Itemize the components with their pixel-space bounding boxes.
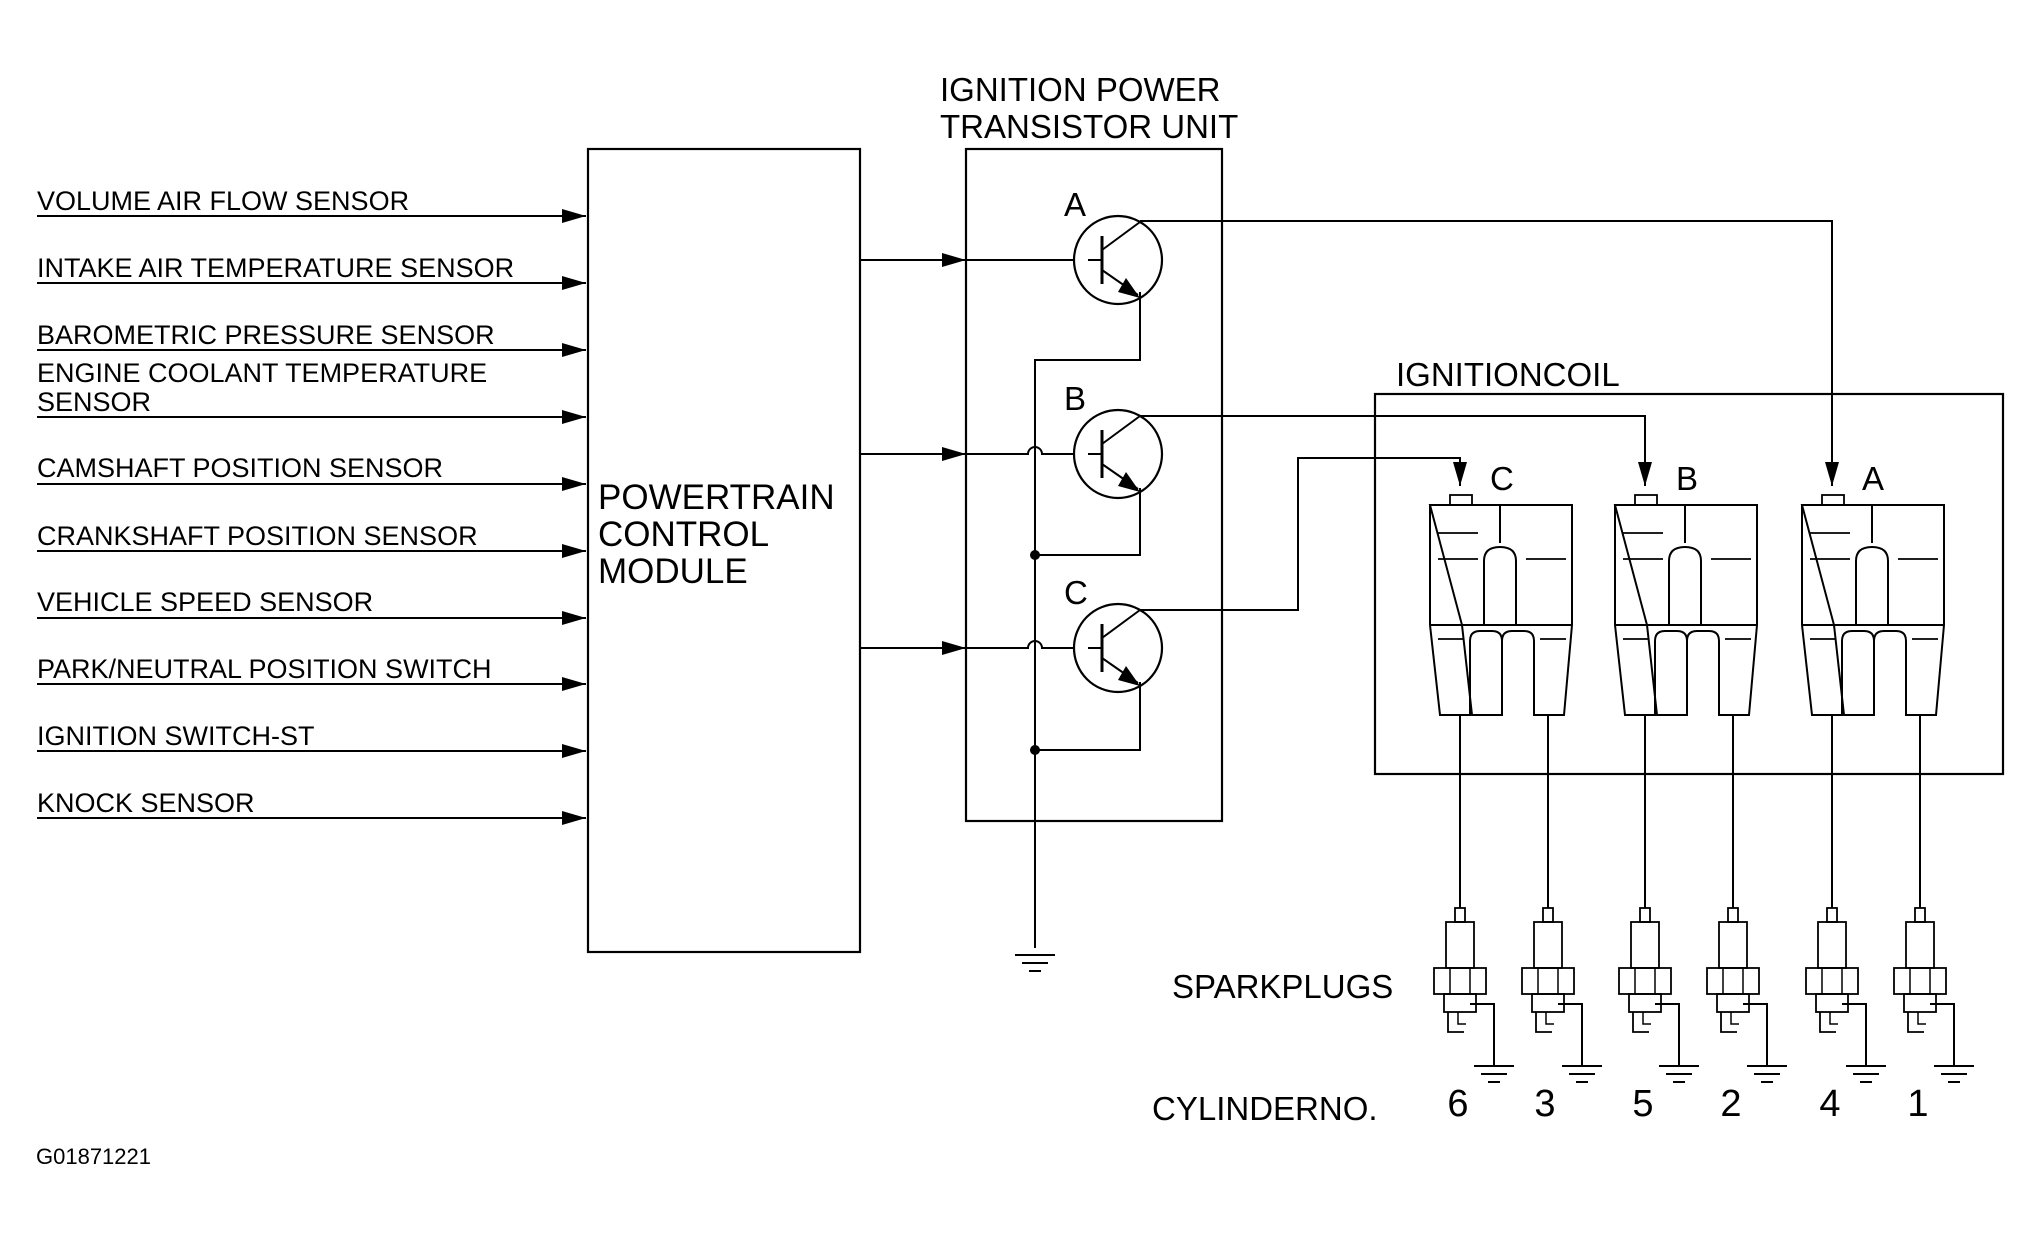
- spark-plug-cylinder-2: [1706, 907, 1788, 1083]
- spark-plug-cylinder-5: [1618, 907, 1700, 1083]
- ignition-coil-b: B: [1614, 460, 1758, 716]
- sensor-label: VEHICLE SPEED SENSOR: [37, 587, 373, 617]
- sensor-park-neutral-position: PARK/NEUTRAL POSITION SWITCH: [37, 654, 586, 691]
- ground-icon: [1746, 1065, 1788, 1083]
- cylinder-number: 4: [1819, 1083, 1840, 1125]
- coil-label: A: [1862, 460, 1884, 497]
- sensor-engine-coolant-temperature: ENGINE COOLANT TEMPERATURE SENSOR: [37, 358, 586, 424]
- transistor-unit-label-line2: TRANSISTOR UNIT: [940, 108, 1238, 145]
- spark-plug-cylinder-3: [1521, 907, 1603, 1083]
- emitter-ground-bus: [1014, 292, 1141, 972]
- sensor-label: KNOCK SENSOR: [37, 788, 255, 818]
- spark-plug-cylinder-6: [1433, 907, 1515, 1083]
- ignition-coil-pack: IGNITIONCOIL C B A: [1373, 356, 2005, 776]
- sensor-label: SENSOR: [37, 387, 151, 417]
- transistor-unit-label-line1: IGNITION POWER: [940, 71, 1221, 108]
- sensor-label: INTAKE AIR TEMPERATURE SENSOR: [37, 253, 514, 283]
- cylinder-number: 5: [1632, 1083, 1653, 1125]
- cylinder-number: 1: [1907, 1083, 1928, 1125]
- cylinder-number: 6: [1447, 1083, 1468, 1125]
- sensor-label: CAMSHAFT POSITION SENSOR: [37, 453, 443, 483]
- cylinder-number: 2: [1720, 1083, 1741, 1125]
- sensor-ignition-switch-st: IGNITION SWITCH-ST: [37, 721, 586, 758]
- sensor-barometric-pressure: BAROMETRIC PRESSURE SENSOR: [37, 320, 586, 357]
- sensor-label: VOLUME AIR FLOW SENSOR: [37, 186, 409, 216]
- sensor-label: CRANKSHAFT POSITION SENSOR: [37, 521, 478, 551]
- collector-wires: [1140, 220, 1839, 611]
- cylinder-number-label: CYLINDERNO.: [1152, 1090, 1378, 1127]
- ground-icon: [1014, 954, 1056, 972]
- sensor-crankshaft-position: CRANKSHAFT POSITION SENSOR: [37, 521, 586, 558]
- pcm-output-wires: [860, 253, 1075, 655]
- spark-plug-cylinder-4: [1805, 907, 1887, 1083]
- transistor-b: B: [1064, 380, 1164, 500]
- ignition-coil-label: IGNITIONCOIL: [1396, 356, 1620, 393]
- sensor-camshaft-position: CAMSHAFT POSITION SENSOR: [37, 453, 586, 491]
- ignition-coil-a: A: [1801, 460, 1945, 716]
- sensor-intake-air-temperature: INTAKE AIR TEMPERATURE SENSOR: [37, 253, 586, 290]
- ground-icon: [1658, 1065, 1700, 1083]
- sensor-label: ENGINE COOLANT TEMPERATURE: [37, 358, 487, 388]
- sensor-label: PARK/NEUTRAL POSITION SWITCH: [37, 654, 492, 684]
- transistor-label: C: [1064, 574, 1088, 611]
- sensor-vehicle-speed: VEHICLE SPEED SENSOR: [37, 587, 586, 625]
- coil-label: C: [1490, 460, 1514, 497]
- powertrain-control-module: POWERTRAIN CONTROL MODULE: [586, 147, 862, 954]
- coil-label: B: [1676, 460, 1698, 497]
- ground-icon: [1933, 1065, 1975, 1083]
- sensor-label: BAROMETRIC PRESSURE SENSOR: [37, 320, 495, 350]
- cylinder-numbers: CYLINDERNO. 6 3 5 2 4 1: [1152, 1083, 1929, 1127]
- ground-icon: [1845, 1065, 1887, 1083]
- ignition-power-transistor-unit: IGNITION POWER TRANSISTOR UNIT A B C: [940, 71, 1238, 972]
- high-tension-leads: [1459, 715, 1921, 908]
- spark-plugs-label: SPARKPLUGS: [1172, 968, 1393, 1005]
- sensor-inputs: VOLUME AIR FLOW SENSOR INTAKE AIR TEMPER…: [37, 186, 586, 825]
- figure-code: G01871221: [36, 1144, 151, 1169]
- sensor-knock: KNOCK SENSOR: [37, 788, 586, 825]
- pcm-label-line2: CONTROL: [598, 515, 769, 554]
- ignition-coil-c: C: [1429, 460, 1573, 716]
- transistor-label: B: [1064, 380, 1086, 417]
- transistor-a: A: [1064, 186, 1164, 306]
- transistor-label: A: [1064, 186, 1086, 223]
- cylinder-number: 3: [1534, 1083, 1555, 1125]
- ground-icon: [1561, 1065, 1603, 1083]
- sensor-label: IGNITION SWITCH-ST: [37, 721, 314, 751]
- sensor-volume-air-flow: VOLUME AIR FLOW SENSOR: [37, 186, 586, 223]
- spark-plug-cylinder-1: [1893, 907, 1975, 1083]
- ground-icon: [1473, 1065, 1515, 1083]
- pcm-label-line3: MODULE: [598, 552, 748, 591]
- spark-plugs: SPARKPLUGS: [1172, 907, 1975, 1083]
- pcm-label-line1: POWERTRAIN: [598, 478, 835, 517]
- transistor-c: C: [1064, 574, 1164, 694]
